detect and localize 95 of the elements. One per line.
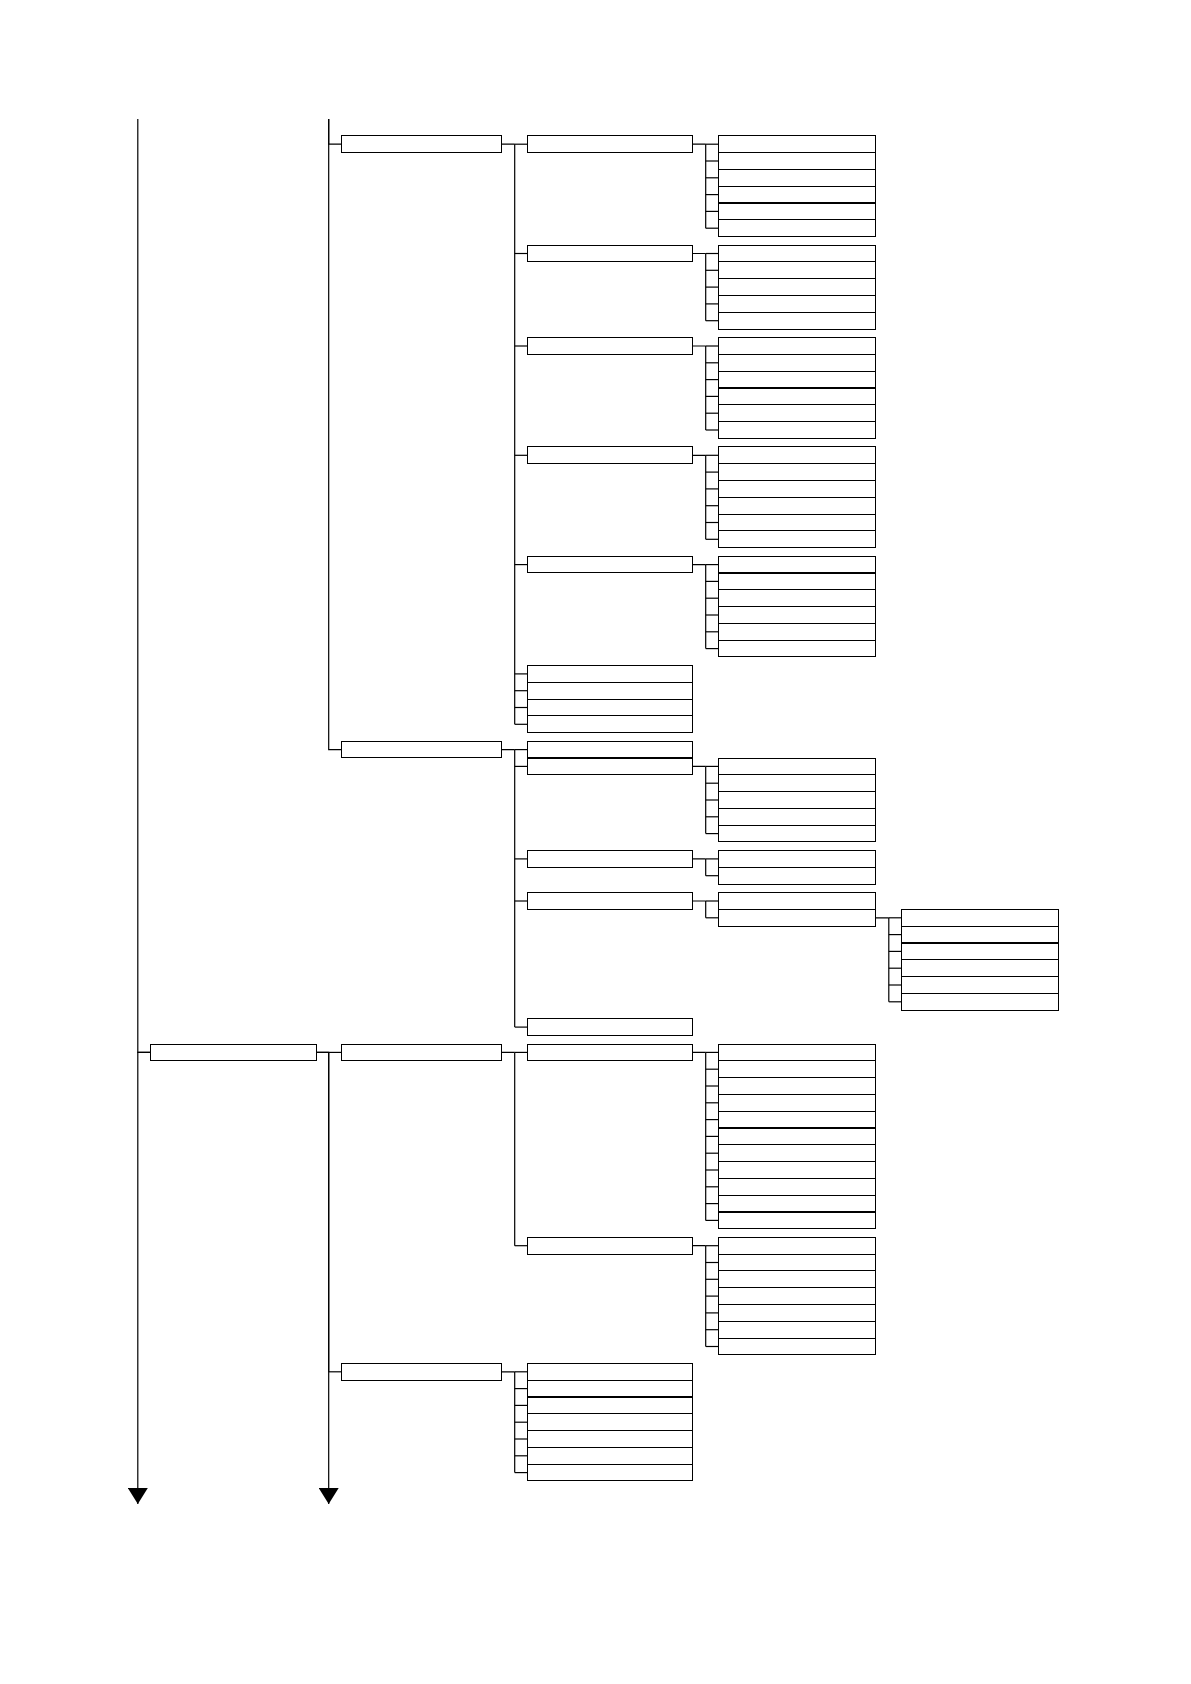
connector-line <box>705 471 719 473</box>
tree-node-box <box>718 1077 876 1095</box>
tree-node-box <box>718 295 876 313</box>
arrow <box>127 1051 151 1505</box>
tree-node-box <box>527 1043 693 1062</box>
tree-node-box <box>718 337 876 355</box>
arrow <box>316 1051 339 1505</box>
connector-line <box>514 858 528 860</box>
tree-node-box <box>718 1304 876 1322</box>
tree-node-box <box>718 421 876 439</box>
tree-node-box <box>527 135 693 154</box>
connector-line <box>692 564 707 650</box>
connector-line <box>692 765 707 835</box>
connector-line <box>692 858 707 877</box>
connector-line <box>705 160 719 162</box>
connector-line <box>875 917 890 1003</box>
connector-line <box>501 1371 516 1474</box>
connector-line <box>501 143 516 725</box>
connector-line <box>705 1169 719 1171</box>
connector-line <box>328 118 342 751</box>
connector-line <box>705 1085 719 1087</box>
tree-node-box <box>718 555 876 574</box>
tree-node-box <box>341 740 502 759</box>
tree-node-box <box>718 892 876 910</box>
connector-line <box>514 1026 528 1028</box>
tree-node-box <box>718 774 876 793</box>
connector-line <box>692 900 707 919</box>
connector-line <box>705 429 719 431</box>
connector-line <box>514 1438 528 1440</box>
tree-node-box <box>718 219 876 238</box>
tree-node-box <box>718 480 876 498</box>
connector-line <box>692 252 707 322</box>
tree-node-box <box>527 337 693 355</box>
connector-line <box>692 143 707 229</box>
connector-line <box>692 345 707 431</box>
tree-node-box <box>150 1043 317 1062</box>
connector-line <box>705 858 719 860</box>
tree-node-box <box>527 740 693 759</box>
tree-node-box <box>527 1018 693 1036</box>
tree-node-box <box>341 1362 502 1381</box>
connector-line <box>692 454 707 540</box>
tree-node-box <box>341 1043 502 1062</box>
connector-line <box>705 614 719 616</box>
tree-node-box <box>527 1413 693 1432</box>
tree-node-box <box>527 446 693 465</box>
tree-node-box <box>718 135 876 154</box>
tree-node-box <box>718 244 876 263</box>
tree-node-box <box>718 1270 876 1289</box>
connector-line <box>705 1312 719 1314</box>
tree-node-box <box>718 1043 876 1062</box>
connector-line <box>705 303 719 305</box>
tree-node-box <box>718 463 876 481</box>
connector-line <box>692 1245 707 1348</box>
tree-node-box <box>718 530 876 549</box>
connector-line <box>888 984 902 986</box>
connector-line <box>705 900 719 902</box>
connector-line <box>705 1295 719 1297</box>
tree-node-box <box>718 1144 876 1163</box>
connector-line <box>514 900 528 902</box>
tree-node-box <box>718 606 876 624</box>
connector-line <box>705 345 719 347</box>
connector-line <box>501 1051 516 1247</box>
tree-node-box <box>341 135 502 154</box>
connector-line <box>514 673 528 675</box>
tree-node-box <box>527 555 693 574</box>
tree-node-box <box>901 976 1059 994</box>
tree-node-box <box>527 715 693 734</box>
connector-line <box>705 488 719 490</box>
tree-node-box <box>718 1287 876 1305</box>
tree-node-box <box>527 244 693 263</box>
connector-line <box>514 345 528 347</box>
tree-node-box <box>718 1161 876 1179</box>
tree-node-box <box>718 791 876 809</box>
tree-node-box <box>718 261 876 280</box>
tree-node-box <box>527 665 693 683</box>
tree-node-box <box>901 908 1059 927</box>
tree-node-box <box>901 959 1059 978</box>
connector-line <box>705 799 719 801</box>
tree-node-box <box>527 892 693 910</box>
tree-node-box <box>718 1060 876 1079</box>
connector-line <box>692 1051 707 1221</box>
tree-node-box <box>718 589 876 608</box>
tree-node-box <box>718 446 876 465</box>
tree-node-box <box>718 757 876 776</box>
tree-node-box <box>718 404 876 423</box>
tree-node-box <box>527 1236 693 1255</box>
tree-node-box <box>718 850 876 868</box>
connector-line <box>705 286 719 288</box>
tree-node-box <box>527 1430 693 1448</box>
tree-node-box <box>527 850 693 868</box>
tree-node-box <box>718 278 876 296</box>
tree-node-box <box>527 1362 693 1381</box>
connector-line <box>501 749 516 1028</box>
tree-node-box <box>718 1236 876 1255</box>
tree-node-box <box>718 152 876 170</box>
